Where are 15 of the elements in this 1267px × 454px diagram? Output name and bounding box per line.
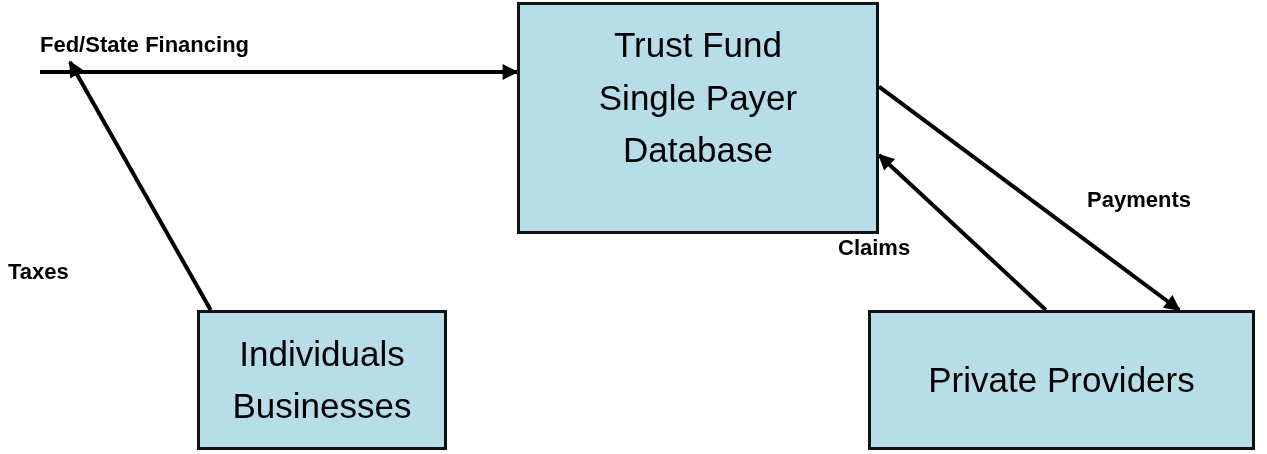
process-box <box>517 2 879 234</box>
box-text: Private Providers <box>928 358 1195 401</box>
box-text: Trust Fund <box>614 24 782 66</box>
edge-label: Fed/State Financing <box>40 32 250 58</box>
arrow <box>877 153 1048 312</box>
process-box <box>197 310 447 450</box>
arrow <box>68 60 213 311</box>
edge-label: Claims <box>838 235 911 261</box>
edge-label: Taxes <box>8 259 69 285</box>
box-text: Individuals Businesses <box>231 332 413 427</box>
arrow <box>877 85 1181 312</box>
process-box <box>868 310 1255 450</box>
edge-label: Payments <box>1087 187 1191 213</box>
box-text: Single Payer Database <box>597 76 799 171</box>
arrow <box>40 64 519 80</box>
